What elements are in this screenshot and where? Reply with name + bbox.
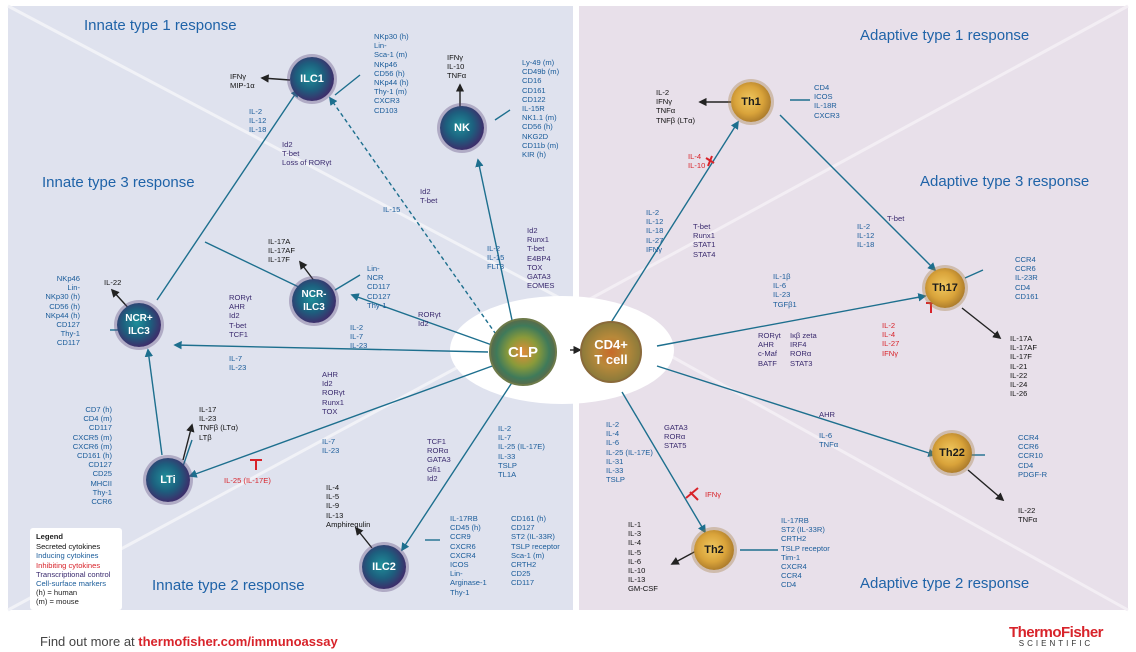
cd4-cell-body	[580, 321, 642, 383]
clp-nk-transcription: Id2 Runx1 T-bet E4BP4 TOX GATA3 EOMES	[527, 226, 555, 291]
thermofisher-logo: ThermoFisher SCIENTIFIC	[996, 624, 1116, 648]
adaptive-panel	[579, 6, 1128, 610]
ncr-plus-markers: NKp46 Lin- NKp30 (h) CD56 (h) NKp44 (h) …	[45, 274, 80, 348]
ncr-minus-ilc3-cell: NCR- ILC3	[292, 279, 336, 323]
ilc1-secreted: IFNγ MIP-1α	[230, 72, 255, 91]
th1-secreted: IL-2 IFNγ TNFα TNFβ (LTα)	[656, 88, 695, 125]
ncr-plus-ilc3-cell: NCR+ ILC3	[117, 303, 161, 347]
clp-ncr-minus-transcription: RORγt Id2	[418, 310, 441, 329]
logo-sub: SCIENTIFIC	[1018, 639, 1094, 648]
th22-transcription: AHR	[819, 410, 836, 419]
th17-cell: Th17	[925, 268, 965, 308]
ilc2-cell: ILC2	[362, 545, 406, 589]
th17-th1-transcription: T-bet	[887, 214, 905, 223]
th22-inducing: IL-6 TNFα	[819, 431, 839, 450]
th2-secreted: IL-1 IL-3 IL-4 IL-5 IL-6 IL-10 IL-13 GM-…	[628, 520, 658, 594]
th17-secreted: IL-17A IL-17AF IL-17F IL-21 IL-22 IL-24 …	[1010, 334, 1038, 399]
legend-title: Legend	[36, 532, 64, 541]
ilc2-markers-a: IL-17RB CD45 (h) CCR9 CXCR6 CXCR4 ICOS L…	[450, 514, 487, 597]
legend-inhibiting: Inhibiting cytokines	[36, 560, 101, 570]
clp-ncr-plus-inducing: IL-7 IL-23	[229, 354, 247, 373]
th22-markers: CCR4 CCR6 CCR10 CD4 PDGF-R	[1018, 433, 1048, 479]
th1-inducing: IL-2 IL-12 IL-18 IL-27 IFNγ	[646, 208, 664, 254]
th17-transcription-b: Iκβ zeta IRF4 RORα STAT3	[790, 331, 817, 368]
legend-inducing: Inducing cytokines	[36, 551, 99, 561]
lti-secreted: IL-17 IL-23 TNFβ (LTα) LTβ	[199, 405, 238, 442]
legend-markers: Cell-surface markers	[36, 579, 107, 589]
ncr-plus-secreted: IL-22	[104, 278, 122, 287]
ncr-minus-secreted: IL-17A IL-17AF IL-17F	[268, 237, 296, 265]
ilc2-secreted: IL-4 IL-5 IL-9 IL-13 Amphiregulin	[326, 483, 371, 529]
ncr-minus-markers: Lin- NCR CD117 CD127 Thy-1	[367, 264, 391, 310]
th1-cell: Th1	[731, 82, 771, 122]
th2-cell: Th2	[694, 530, 734, 570]
th1-inhibiting: IL-4 IL-10	[688, 152, 706, 171]
legend-mouse: (m) = mouse	[36, 597, 79, 607]
lti-inhibiting: IL-25 (IL-17E)	[224, 476, 271, 485]
th17-inhibiting: IL-2 IL-4 IL-27 IFNγ	[882, 321, 900, 358]
clp-ilc2-inducing: IL-2 IL-7 IL-25 (IL-17E) IL-33 TSLP TL1A	[498, 424, 545, 480]
heading-innate-type1: Innate type 1 response	[84, 17, 237, 34]
th17-transcription-a: RORγt AHR c-Maf BATF	[758, 331, 781, 368]
cd4-t-cell-label: CD4+ T cell	[594, 337, 628, 367]
ilc1-cell: ILC1	[290, 57, 334, 101]
clp-lti-inducing: IL-7 IL-23	[322, 437, 340, 456]
ilc1-markers: NKp30 (h) Lin- Sca-1 (m) NKp46 CD56 (h) …	[374, 32, 409, 115]
footer-link[interactable]: thermofisher.com/immunoassay	[138, 634, 338, 649]
heading-innate-type2: Innate type 2 response	[152, 577, 305, 594]
clp-cell-body	[489, 318, 557, 386]
th2-inducing: IL-2 IL-4 IL-6 IL-25 (IL-17E) IL-31 IL-3…	[606, 420, 653, 485]
legend-transcriptional: Transcriptional control	[36, 569, 111, 579]
footer: Find out more at thermofisher.com/immuno…	[40, 634, 338, 649]
heading-adaptive-type3: Adaptive type 3 response	[920, 173, 1090, 190]
clp-ilc1-inducing: IL-15	[383, 205, 401, 214]
nk-markers: Ly-49 (m) CD49b (m) CD16 CD161 CD122 IL-…	[522, 58, 560, 160]
th1-transcription: T-bet Runx1 STAT1 STAT4	[693, 222, 716, 259]
logo-name: ThermoFisher	[1008, 624, 1104, 641]
th17-markers: CCR4 CCR6 IL-23R CD4 CD161	[1015, 255, 1039, 301]
ilc2-markers-b: CD161 (h) CD127 ST2 (IL-33R) TSLP recept…	[511, 514, 560, 588]
footer-prefix: Find out more at	[40, 634, 139, 649]
heading-innate-type3: Innate type 3 response	[42, 174, 195, 191]
th2-inhibiting: IFNγ	[705, 490, 722, 499]
legend-human: (h) = human	[36, 588, 78, 598]
clp-ncr-minus-inducing: IL-2 IL-7 IL-23	[350, 323, 368, 351]
clp-cell-label: CLP	[508, 343, 538, 361]
th22-secreted: IL-22 TNFα	[1018, 506, 1038, 525]
heading-adaptive-type2: Adaptive type 2 response	[860, 575, 1030, 592]
legend-box: Legend Secreted cytokines Inducing cytok…	[30, 528, 122, 610]
ncr-plus-transcription: RORγt AHR Id2 T-bet TCF1	[229, 293, 252, 339]
lti-cell: LTi	[146, 458, 190, 502]
th17-th1-inducing: IL-2 IL-12 IL-18	[857, 222, 875, 250]
clp-nk-inducing: IL-2 IL-15 FLT3	[487, 244, 505, 272]
clp-lti-transcription: AHR Id2 RORγt Runx1 TOX	[322, 370, 345, 416]
clp-ilc1-transcription: Id2 T-bet	[420, 187, 438, 206]
ilc1-inducing: IL-2 IL-12 IL-18	[249, 107, 267, 135]
clp-ilc2-transcription: TCF1 RORα GATA3 Gfi1 Id2	[427, 437, 451, 483]
heading-adaptive-type1: Adaptive type 1 response	[860, 27, 1030, 44]
innate-panel	[8, 6, 573, 610]
ilc1-transcription: Id2 T-bet Loss of RORγt	[282, 140, 332, 168]
th22-cell: Th22	[932, 433, 972, 473]
th17-inducing: IL-1β IL-6 IL-23 TGFβ1	[773, 272, 797, 309]
legend-secreted: Secreted cytokines	[36, 542, 101, 552]
th2-markers: IL-17RB ST2 (IL-33R) CRTH2 TSLP receptor…	[781, 516, 830, 590]
lti-markers: CD7 (h) CD4 (m) CD117 CXCR5 (m) CXCR6 (m…	[72, 405, 112, 507]
nk-secreted: IFNγ IL-10 TNFα	[447, 53, 467, 81]
th2-transcription: GATA3 RORα STAT5	[664, 423, 688, 451]
nk-cell: NK	[440, 106, 484, 150]
th1-markers: CD4 ICOS IL-18R CXCR3	[814, 83, 840, 120]
